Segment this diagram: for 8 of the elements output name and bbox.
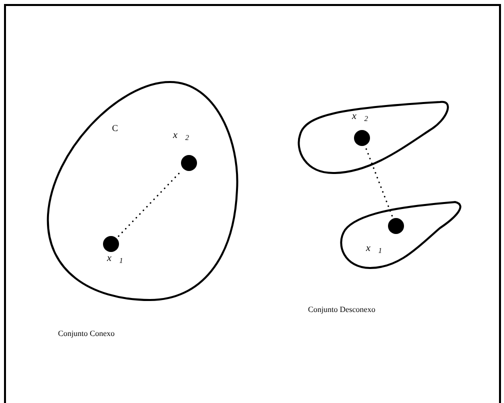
vector-label: x⃗$_{1}$ [107,254,123,264]
set-name: C [112,124,118,133]
vector-label: x⃗$_{2}$ [352,112,368,122]
set-caption: Conjunto Conexo [58,330,115,338]
vector-label: x⃗$_{2}$ [173,131,189,141]
set-caption: Conjunto Desconexo [308,306,376,314]
vector-label: x⃗$_{1}$ [366,244,382,254]
dotted-line [118,170,182,237]
